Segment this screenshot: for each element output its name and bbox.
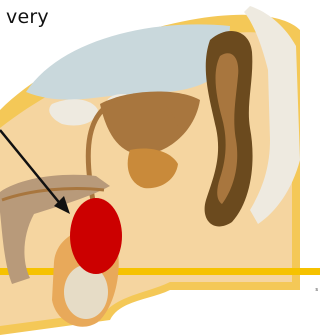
accent-band [0,268,320,275]
highlight-marker [70,198,122,274]
caption-text: very [6,6,49,28]
corner-mark: s [315,287,318,293]
